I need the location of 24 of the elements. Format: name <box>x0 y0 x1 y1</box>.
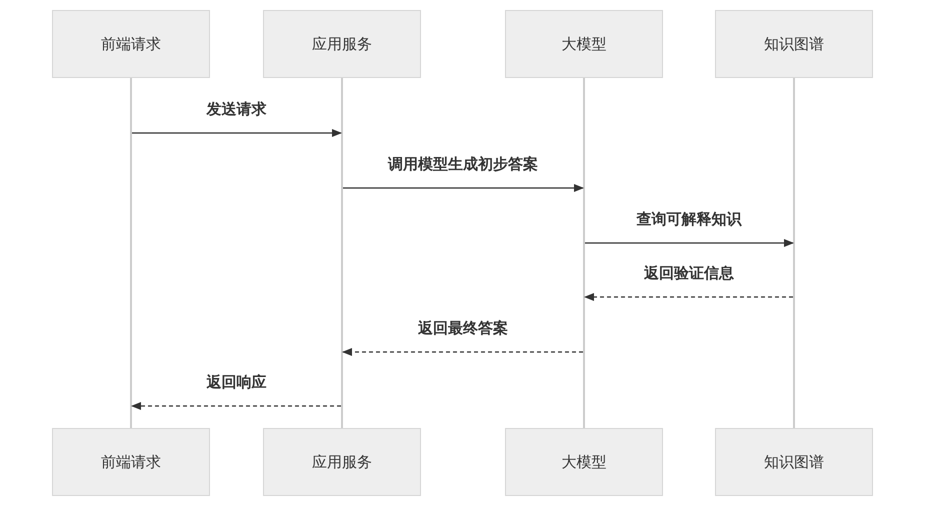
lifeline <box>583 78 585 428</box>
participant-box: 前端请求 <box>52 428 210 496</box>
edge-label: 返回响应 <box>204 373 268 392</box>
edge-label: 调用模型生成初步答案 <box>386 155 540 174</box>
message-arrow <box>584 293 793 301</box>
participant-box: 前端请求 <box>52 10 210 78</box>
lifeline <box>341 78 343 428</box>
participant-box: 知识图谱 <box>715 10 873 78</box>
message-arrow <box>131 402 341 410</box>
edge-label: 发送请求 <box>204 100 268 119</box>
edge-label: 查询可解释知识 <box>634 210 744 229</box>
edge-label: 返回最终答案 <box>416 319 510 338</box>
participant-box: 应用服务 <box>263 10 421 78</box>
edge-label: 返回验证信息 <box>642 264 736 283</box>
lifeline <box>793 78 795 428</box>
participant-box: 知识图谱 <box>715 428 873 496</box>
participant-box: 应用服务 <box>263 428 421 496</box>
message-arrow <box>343 184 584 192</box>
message-arrow <box>585 239 794 247</box>
message-arrow <box>342 348 583 356</box>
participant-box: 大模型 <box>505 10 663 78</box>
message-arrow <box>132 129 342 137</box>
lifeline <box>130 78 132 428</box>
participant-box: 大模型 <box>505 428 663 496</box>
